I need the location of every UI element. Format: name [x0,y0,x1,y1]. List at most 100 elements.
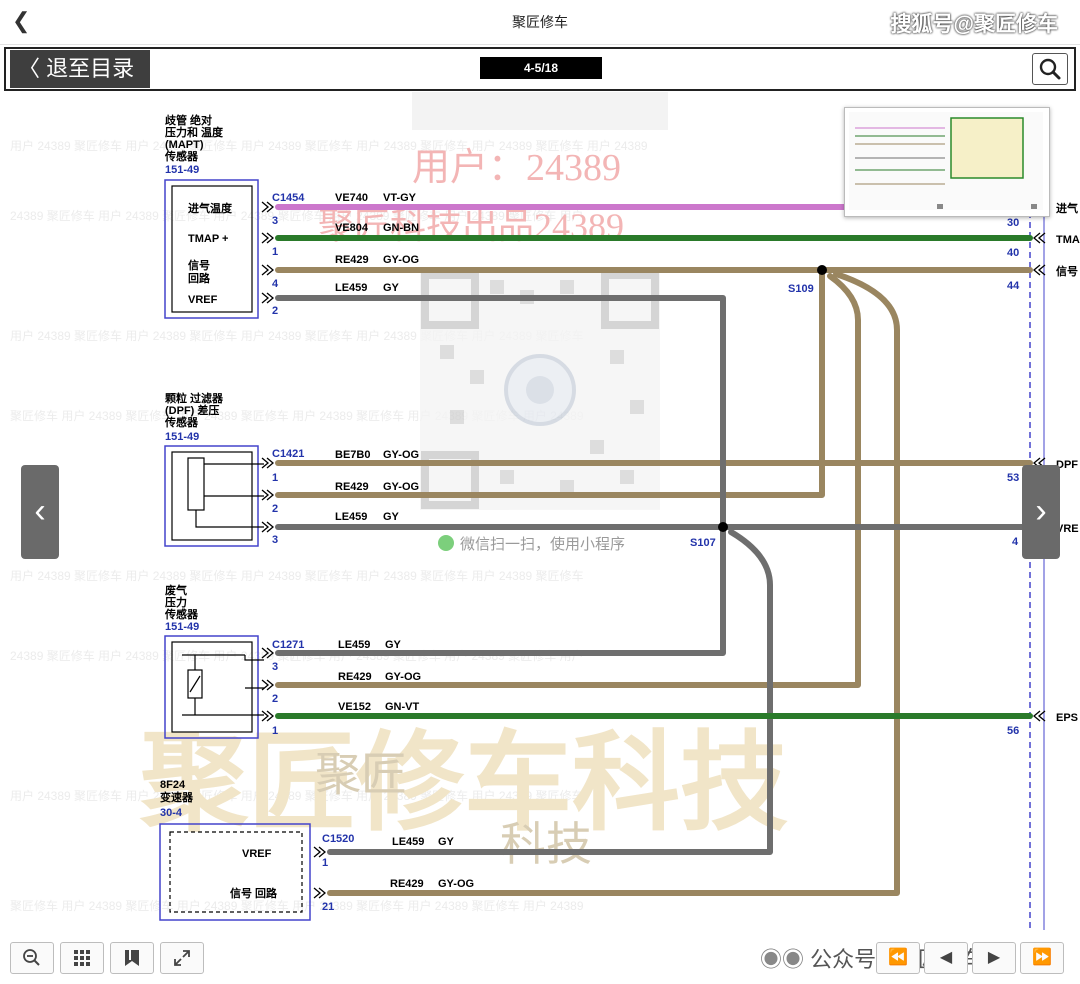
svg-text:30: 30 [1007,217,1019,229]
page-thumbnail-navigator[interactable] [844,107,1050,217]
svg-text:信号: 信号 [1056,264,1078,278]
svg-text:VE804: VE804 [335,222,369,234]
previous-page-button[interactable]: ◀ [924,942,968,974]
svg-text:VE740: VE740 [335,192,368,204]
user-id-watermark: 用户：24389 [412,147,621,189]
fullscreen-button[interactable] [160,942,204,974]
svg-text:56: 56 [1007,725,1019,737]
wire-re429-eps [275,273,861,688]
next-page-toolbar-button[interactable]: ▶ [972,942,1016,974]
svg-text:2: 2 [272,305,278,317]
svg-text:RE429: RE429 [390,878,424,890]
svg-text:1: 1 [272,725,278,737]
svg-text:3: 3 [272,215,278,227]
wiring-diagram-viewer[interactable]: 用户 24389 聚匠修车 用户 24389 聚匠修车 用户 24389 聚匠修… [0,91,1080,984]
wechat-logo-icon: ◉◉ [760,947,805,972]
svg-text:LE459: LE459 [338,639,370,651]
app-header: ❮ 聚匠修车 搜狐号@聚匠修车 [0,0,1080,45]
wire-re429-trans [327,271,900,896]
svg-text:TMA: TMA [1056,234,1080,246]
svg-text:进气: 进气 [1056,201,1078,215]
svg-text:信号 回路: 信号 回路 [230,886,278,900]
svg-text:废气: 废气 [165,583,187,597]
svg-text:进气温度: 进气温度 [188,201,233,215]
svg-text:颗粒 过滤器: 颗粒 过滤器 [165,391,224,405]
svg-text:3: 3 [272,534,278,546]
svg-text:信号: 信号 [188,258,210,272]
splice-s109 [817,265,827,275]
svg-text:LE459: LE459 [392,836,424,848]
last-page-icon: ⏩ [1032,949,1052,966]
svg-text:C1454: C1454 [272,192,305,204]
splice-s109-label: S109 [788,283,814,295]
prev-page-button[interactable]: ‹ [21,465,59,559]
app-title: 聚匠修车 [512,14,568,30]
last-page-button[interactable]: ⏩ [1020,942,1064,974]
svg-text:GY-OG: GY-OG [383,254,419,266]
sohu-watermark: 搜狐号@聚匠修车 [890,13,1058,36]
small-logo-watermark-1: 聚匠 [315,749,407,800]
svg-text:VREF: VREF [188,294,218,306]
wiring-diagram: 用户 24389 聚匠修车 用户 24389 聚匠修车 用户 24389 聚匠修… [10,92,1080,930]
thumbnail-viewport[interactable] [950,117,1024,179]
transmission-module: 8F24 变速器 30-4 VREF 信号 回路 C1520 1 21 LE45… [159,779,474,921]
svg-text:GY-OG: GY-OG [438,878,474,890]
magnifier-icon [1039,58,1061,80]
svg-text:30-4: 30-4 [160,807,183,819]
back-to-toc-button[interactable]: 〈 退至目录 [10,50,150,88]
next-page-button[interactable]: › [1022,465,1060,559]
connector-chevrons [261,201,327,899]
svg-text:53: 53 [1007,472,1019,484]
wire-le459-mapt [275,295,726,530]
bookmark-button[interactable] [110,942,154,974]
svg-text:8F24: 8F24 [160,779,186,791]
svg-text:(DPF) 差压: (DPF) 差压 [165,403,219,417]
first-page-button[interactable]: ⏪ [876,942,920,974]
svg-text:(MAPT): (MAPT) [165,139,204,151]
svg-text:GY-OG: GY-OG [383,449,419,461]
svg-text:GY: GY [383,282,400,294]
small-logo-watermark-2: 科技 [500,819,592,870]
svg-text:用户 24389 聚匠修车 用户 24389 聚匠修车 用户: 用户 24389 聚匠修车 用户 24389 聚匠修车 用户 24389 聚匠修… [10,788,584,803]
qr-code-watermark [420,270,660,510]
grid-icon [74,950,90,966]
svg-text:3: 3 [272,661,278,673]
svg-text:RE429: RE429 [335,481,369,493]
fullscreen-icon [174,950,190,966]
svg-text:24389 聚匠修车 用户 24389 聚匠修车 用户 24: 24389 聚匠修车 用户 24389 聚匠修车 用户 24389 聚匠修车 用… [10,208,584,223]
svg-text:GY: GY [438,836,455,848]
svg-text:压力: 压力 [165,595,187,609]
svg-text:回路: 回路 [188,271,211,285]
qr-caption: 微信扫一扫，使用小程序 [460,536,625,553]
svg-text:GY: GY [383,511,400,523]
svg-text:EPS: EPS [1056,712,1078,724]
bookmark-icon [125,950,139,966]
search-button[interactable] [1032,53,1068,85]
svg-text:GN-BN: GN-BN [383,222,419,234]
dpf-pressure-sensor: 颗粒 过滤器 (DPF) 差压 传感器 151-49 C1421 1 2 3 B… [164,391,419,547]
chevron-left-icon: ‹ [34,492,46,530]
svg-text:传感器: 传感器 [164,149,199,163]
zoom-out-button[interactable] [10,942,54,974]
svg-text:VREF: VREF [242,848,272,860]
svg-text:RE429: RE429 [338,671,372,683]
wechat-icon [438,535,454,551]
back-chevron-left-icon[interactable]: ❮ [12,8,31,33]
wire-re429-dpf [275,267,825,498]
svg-text:2: 2 [272,503,278,515]
next-page-icon: ▶ [987,949,1001,966]
svg-text:21: 21 [322,901,334,913]
svg-text:151-49: 151-49 [165,431,199,443]
svg-text:传感器: 传感器 [164,607,199,621]
wire-le459-trans [327,529,773,855]
chevron-right-icon: › [1035,492,1047,530]
svg-text:1: 1 [272,246,278,258]
wire-le459-eps [275,524,726,656]
document-toolbar: 〈 退至目录 4-5/18 [4,47,1076,91]
svg-text:4: 4 [272,278,279,290]
svg-text:1: 1 [322,857,328,869]
svg-text:VT-GY: VT-GY [383,192,417,204]
grid-view-button[interactable] [60,942,104,974]
prev-page-icon: ◀ [939,949,953,966]
page-indicator: 4-5/18 [480,57,602,79]
